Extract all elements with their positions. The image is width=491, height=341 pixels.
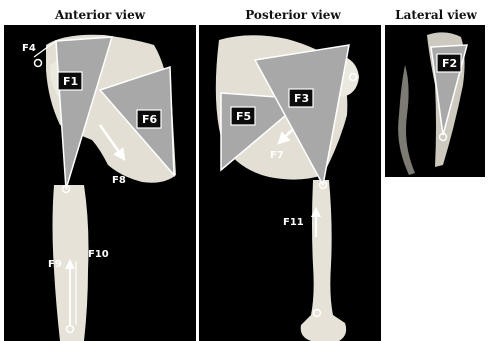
f5-label: F5 [236, 110, 251, 123]
f3-label: F3 [294, 92, 309, 105]
f6-label: F6 [142, 113, 158, 126]
f7-label: F7 [270, 150, 284, 161]
lateral-view-panel: F2 [385, 25, 485, 177]
f8-label: F8 [112, 175, 126, 186]
f11-label: F11 [283, 217, 304, 228]
posterior-view-panel: F5 F3 F7 F11 [199, 25, 381, 341]
f4-label: F4 [22, 43, 36, 54]
anterior-view-panel: F4 F1 F6 F8 F9 F10 [4, 25, 196, 341]
f9-label: F9 [48, 259, 62, 270]
posterior-view-title: Posterior view [245, 8, 341, 22]
anterior-view-title: Anterior view [55, 8, 145, 22]
f10-label: F10 [88, 249, 109, 260]
f1-label: F1 [63, 75, 78, 88]
lateral-view-title: Lateral view [395, 8, 477, 22]
f2-label: F2 [442, 57, 457, 70]
